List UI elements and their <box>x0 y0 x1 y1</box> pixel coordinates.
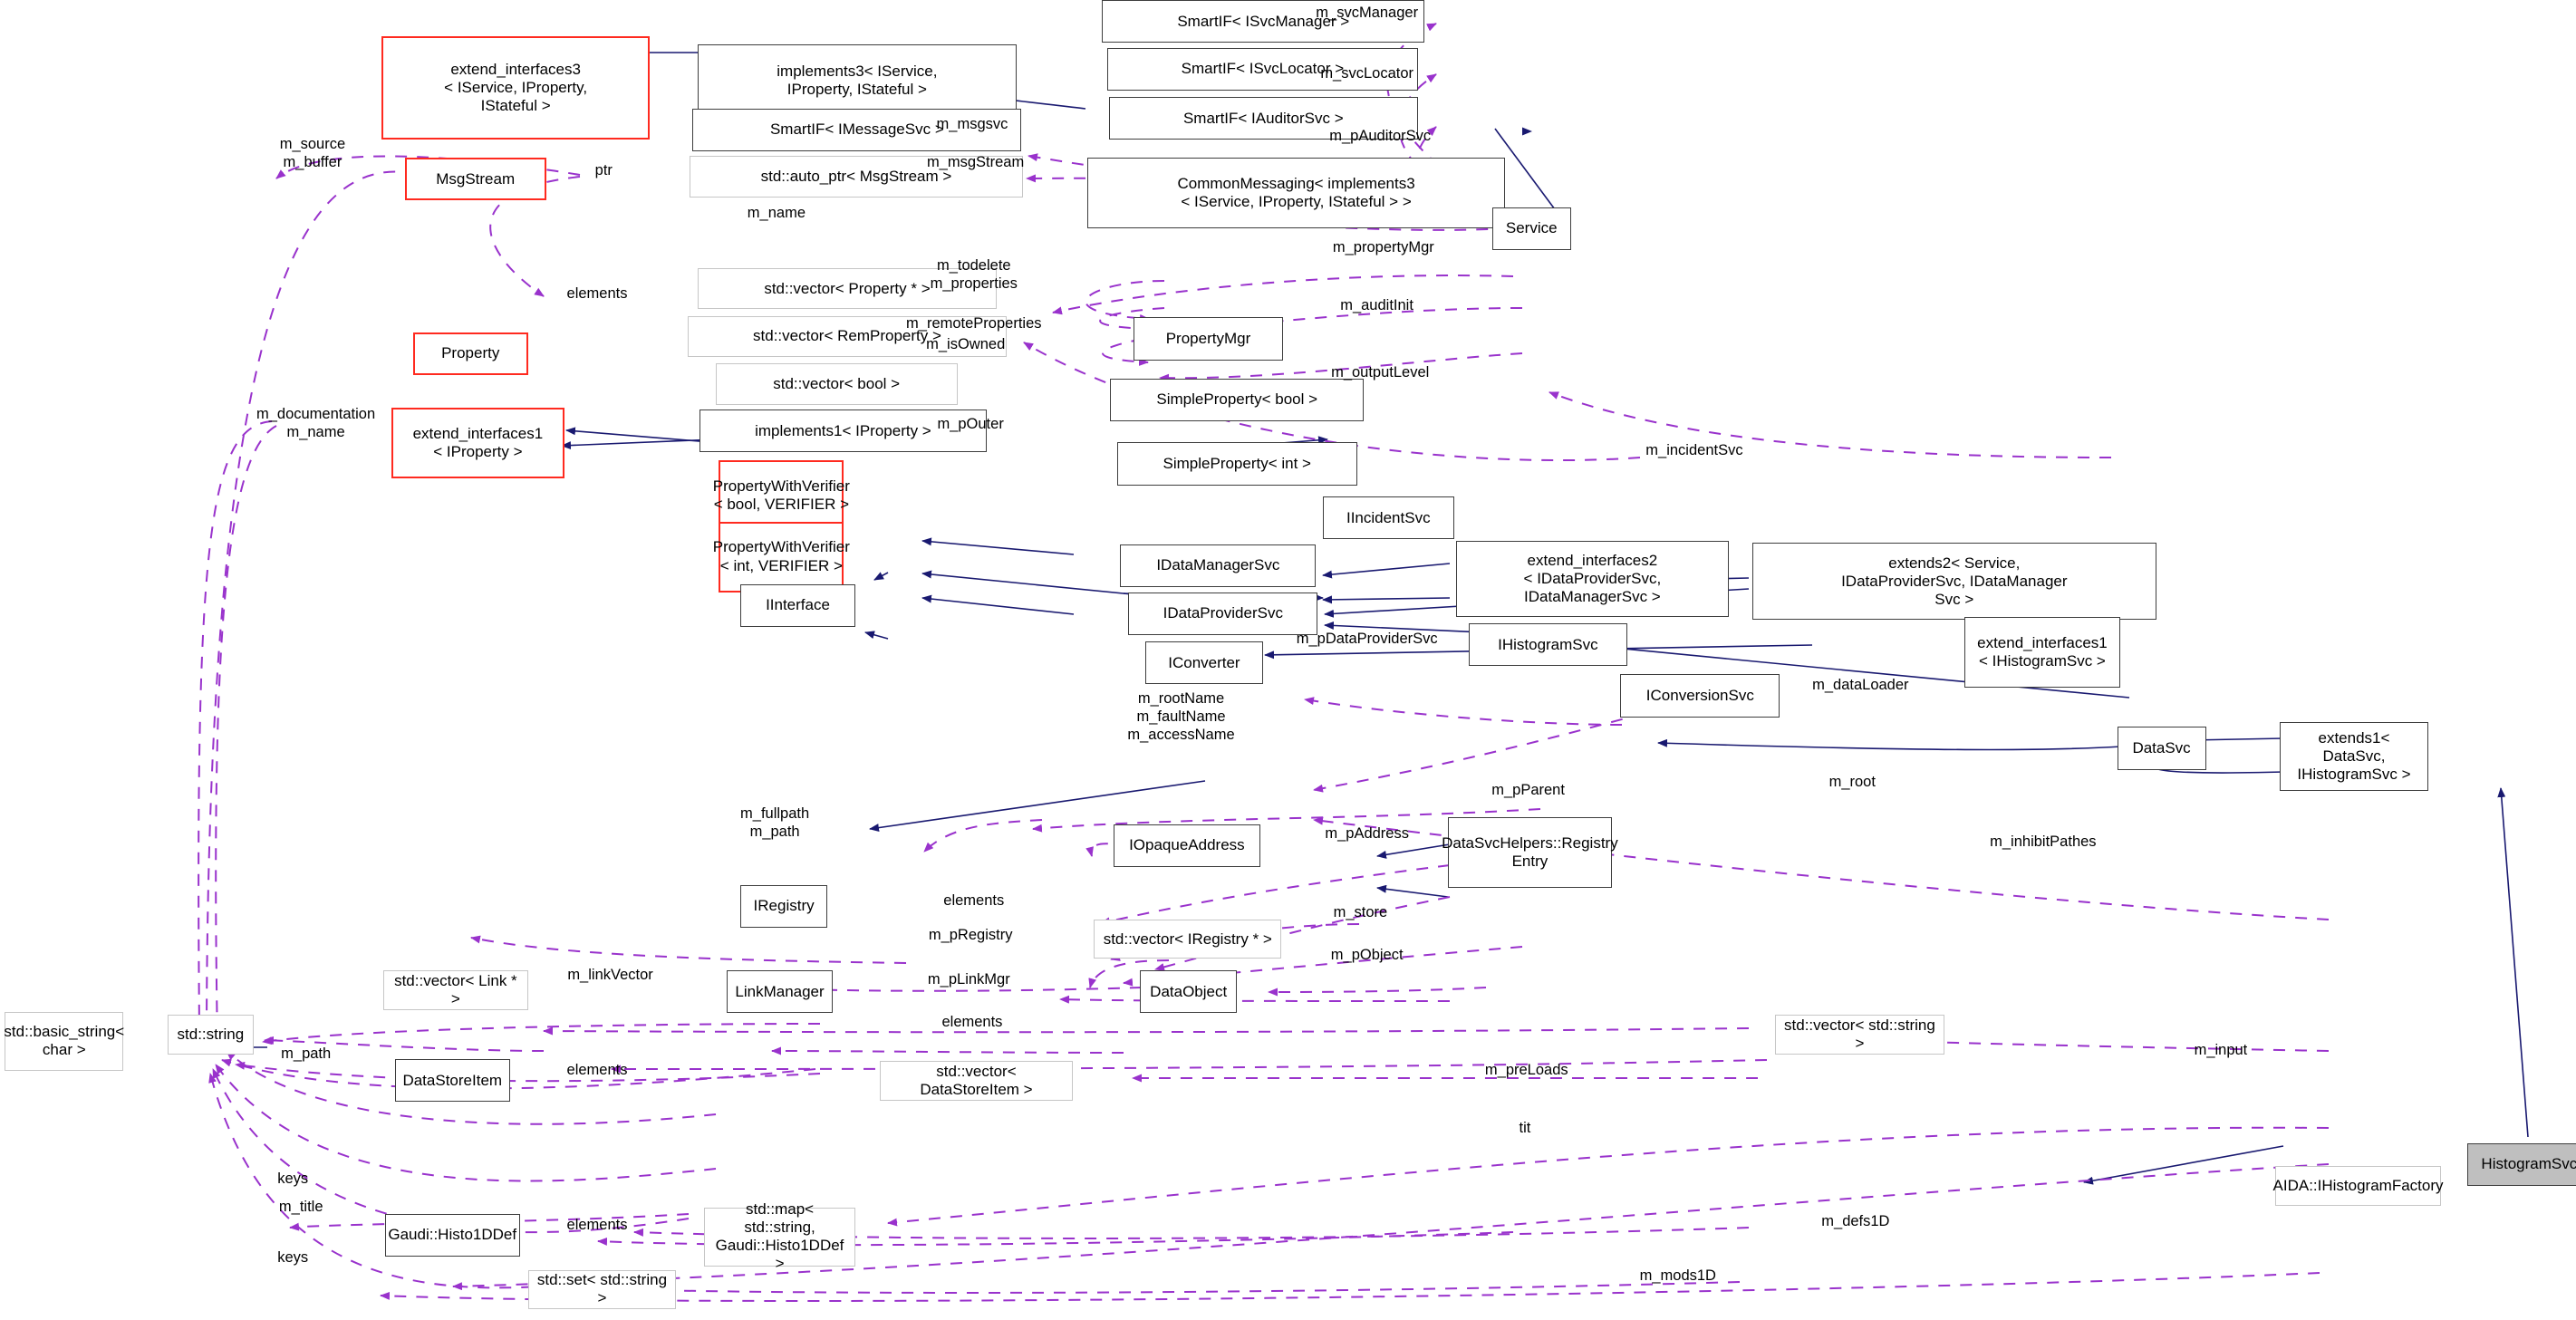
class-node-smartif_isvcmanager[interactable]: SmartIF< ISvcManager > <box>1102 0 1425 43</box>
edge-label: m_source m_buffer <box>279 135 346 170</box>
class-node-datasvc[interactable]: DataSvc <box>2117 727 2206 770</box>
edge-label: m_preLoads <box>1484 1061 1568 1078</box>
class-node-service[interactable]: Service <box>1491 207 1571 250</box>
class-node-extend_interfaces2[interactable]: extend_interfaces2 < IDataProviderSvc, I… <box>1455 541 1730 617</box>
class-node-linkmanager[interactable]: LinkManager <box>727 970 833 1014</box>
class-node-vector_remproperty[interactable]: std::vector< RemProperty > <box>687 315 1008 357</box>
edge-label: m_msgsvc <box>936 116 1008 133</box>
class-node-extend_interfaces1_iproperty[interactable]: extend_interfaces1 < IProperty > <box>391 408 564 479</box>
class-node-extends2_service[interactable]: extends2< Service, IDataProviderSvc, IDa… <box>1751 543 2157 621</box>
edge-label: m_inhibitPathes <box>1990 833 2097 850</box>
edge-label: m_outputLevel <box>1331 364 1430 381</box>
class-node-gaudi_histo1ddef[interactable]: Gaudi::Histo1DDef <box>384 1213 520 1257</box>
class-node-implements3[interactable]: implements3< IService, IProperty, IState… <box>697 44 1017 117</box>
edge-label: m_name <box>747 205 806 222</box>
class-node-vector_bool[interactable]: std::vector< bool > <box>715 363 958 405</box>
class-node-propertymgr[interactable]: PropertyMgr <box>1133 317 1284 361</box>
edge-label: m_todelete m_properties <box>930 257 1018 293</box>
class-node-basic_string[interactable]: std::basic_string< char > <box>4 1011 124 1071</box>
class-node-vector_link_ptr[interactable]: std::vector< Link * > <box>383 970 528 1010</box>
class-node-smartif_imessagesvc[interactable]: SmartIF< IMessageSvc > <box>692 108 1022 151</box>
class-node-iinterface[interactable]: IInterface <box>739 583 856 627</box>
class-node-iregistry[interactable]: IRegistry <box>739 884 828 928</box>
class-node-implements1_iproperty[interactable]: implements1< IProperty > <box>699 409 988 453</box>
class-node-msgstream[interactable]: MsgStream <box>404 158 546 201</box>
class-node-property[interactable]: Property <box>412 332 528 375</box>
edge-label: tit <box>1519 1119 1531 1136</box>
edge-label: m_auditInit <box>1340 296 1413 313</box>
class-node-vector_iregistry_ptr[interactable]: std::vector< IRegistry * > <box>1094 919 1282 959</box>
class-node-iopaqueaddress[interactable]: IOpaqueAddress <box>1114 824 1260 867</box>
class-node-map_histo1ddef[interactable]: std::map< std::string, Gaudi::Histo1DDef… <box>704 1200 856 1272</box>
class-node-smartif_isvclocator[interactable]: SmartIF< ISvcLocator > <box>1106 47 1418 91</box>
edge-label: m_incidentSvc <box>1645 441 1743 458</box>
edge-label: m_pLinkMgr <box>927 971 1010 988</box>
edge-label: m_pObject <box>1330 946 1404 963</box>
edge-label: m_store <box>1333 903 1388 920</box>
class-node-smartif_iauditorsvc[interactable]: SmartIF< IAuditorSvc > <box>1108 97 1418 140</box>
edge-label: m_svcManager <box>1316 4 1419 21</box>
class-node-extend_interfaces3[interactable]: extend_interfaces3 < IService, IProperty… <box>381 35 651 140</box>
class-node-ihistogramsvc[interactable]: IHistogramSvc <box>1469 623 1627 667</box>
class-node-commonmessaging[interactable]: CommonMessaging< implements3 < IService,… <box>1087 158 1506 229</box>
edge-label: ptr <box>594 161 613 178</box>
edge-label: m_pAddress <box>1325 824 1409 842</box>
edge-label: elements <box>943 892 1005 909</box>
class-node-histogramsvc[interactable]: HistogramSvc <box>2467 1142 2576 1186</box>
edge-label: keys <box>277 1248 309 1266</box>
class-node-idatamanagersvc[interactable]: IDataManagerSvc <box>1120 544 1317 588</box>
class-node-propertywithverifier_bool[interactable]: PropertyWithVerifier < bool, VERIFIER > <box>713 460 850 532</box>
edge-label: m_path <box>281 1045 332 1062</box>
edge-label: m_documentation m_name <box>256 405 376 440</box>
class-node-iconversionsvc[interactable]: IConversionSvc <box>1620 674 1780 718</box>
class-node-autoptr_msgstream[interactable]: std::auto_ptr< MsgStream > <box>689 156 1024 198</box>
edge-label: m_fullpath m_path <box>740 805 810 840</box>
class-node-extends1_datasvc[interactable]: extends1< DataSvc, IHistogramSvc > <box>2280 722 2428 792</box>
edge-label: m_msgStream <box>926 153 1025 170</box>
class-node-aida_ihistogramfactory[interactable]: AIDA::IHistogramFactory <box>2273 1166 2444 1206</box>
edge-label: m_propertyMgr <box>1332 239 1434 256</box>
edge-label: m_defs1D <box>1821 1213 1890 1230</box>
class-node-iincidentsvc[interactable]: IIncidentSvc <box>1322 496 1454 540</box>
edge-label: m_title <box>278 1198 323 1215</box>
edge-label: m_remoteProperties <box>906 314 1042 332</box>
edge-label: elements <box>566 285 628 303</box>
class-node-datastoreitem[interactable]: DataStoreItem <box>394 1059 510 1103</box>
edge-label: m_dataLoader <box>1812 677 1909 694</box>
edge-label: m_pParent <box>1491 782 1565 799</box>
edge-label: elements <box>941 1014 1003 1031</box>
class-node-std_string[interactable]: std::string <box>168 1015 254 1055</box>
edge-label: m_pDataProviderSvc <box>1296 631 1438 648</box>
edge-label: m_mods1D <box>1639 1267 1716 1284</box>
edge-label: m_isOwned <box>926 336 1006 353</box>
class-node-vector_std_string[interactable]: std::vector< std::string > <box>1774 1015 1944 1055</box>
class-node-simpleproperty_int[interactable]: SimpleProperty< int > <box>1116 442 1357 486</box>
edge-label: m_pAuditorSvc <box>1329 127 1432 144</box>
edge-label: m_rootName m_faultName m_accessName <box>1127 689 1235 743</box>
edge-label: m_root <box>1828 774 1876 791</box>
edge-label: m_pOuter <box>937 415 1004 432</box>
class-node-simpleproperty_bool[interactable]: SimpleProperty< bool > <box>1110 378 1365 421</box>
class-node-iconverter[interactable]: IConverter <box>1144 641 1264 685</box>
edge-label: m_input <box>2194 1042 2248 1059</box>
class-node-dataobject[interactable]: DataObject <box>1140 970 1238 1014</box>
class-node-propertywithverifier_int[interactable]: PropertyWithVerifier < int, VERIFIER > <box>713 521 850 593</box>
edge-label: keys <box>277 1170 309 1187</box>
class-node-vector_property_ptr[interactable]: std::vector< Property * > <box>697 267 998 310</box>
edge-label: m_linkVector <box>567 966 653 983</box>
edge-label: m_svcLocator <box>1320 64 1414 82</box>
class-node-datasvchelpers_registryentry[interactable]: DataSvcHelpers::Registry Entry <box>1442 817 1618 889</box>
edge-label: elements <box>566 1061 628 1078</box>
class-node-idataprovidersvc[interactable]: IDataProviderSvc <box>1128 592 1318 635</box>
edge-label: elements <box>566 1216 628 1233</box>
class-node-vector_datastoreitem[interactable]: std::vector< DataStoreItem > <box>880 1060 1073 1101</box>
class-node-set_std_string[interactable]: std::set< std::string > <box>527 1269 677 1310</box>
edge-label: m_pRegistry <box>928 927 1013 944</box>
class-node-extend_interfaces1_ihistogramsvc[interactable]: extend_interfaces1 < IHistogramSvc > <box>1963 616 2121 688</box>
